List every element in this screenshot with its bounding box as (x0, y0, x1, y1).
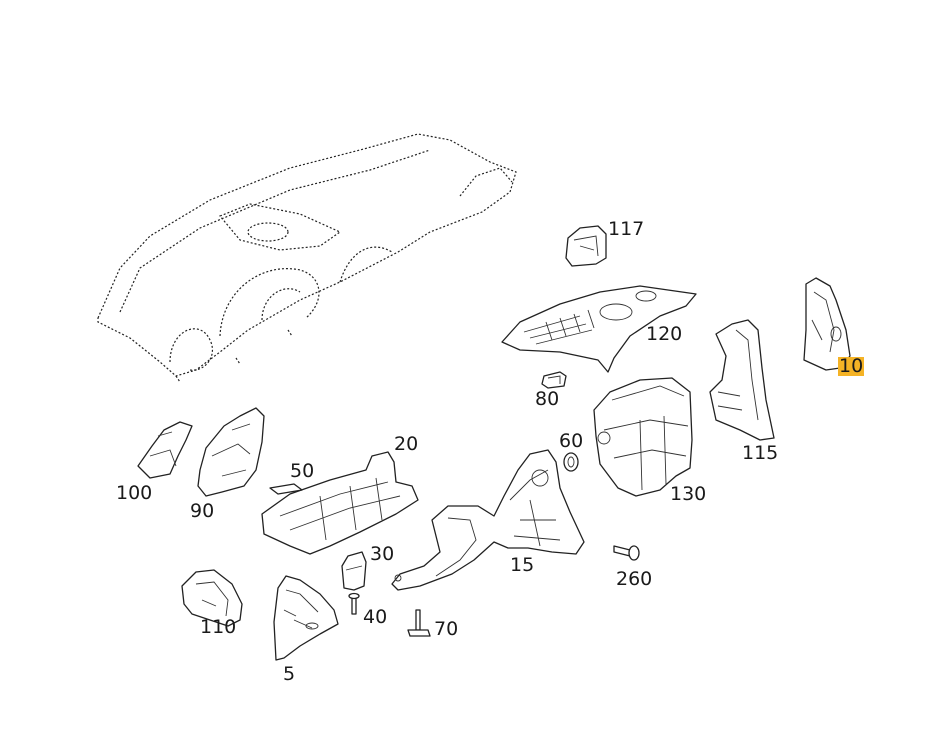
callout-90[interactable]: 90 (190, 500, 215, 522)
part-100-bracket (137, 421, 193, 479)
callout-30[interactable]: 30 (370, 543, 395, 565)
part-30-clip (341, 551, 367, 591)
part-70-bolt (407, 609, 431, 637)
callout-110[interactable]: 110 (200, 616, 237, 638)
callout-100[interactable]: 100 (116, 482, 153, 504)
callout-15[interactable]: 15 (510, 554, 535, 576)
callout-120[interactable]: 120 (646, 323, 683, 345)
callout-117[interactable]: 117 (608, 218, 645, 240)
callout-50[interactable]: 50 (290, 460, 315, 482)
callout-5[interactable]: 5 (283, 663, 296, 685)
part-10-side-panel (803, 277, 851, 371)
part-5-end-panel (273, 575, 339, 661)
part-15-lower-trim (391, 449, 585, 591)
part-120-console (501, 285, 697, 373)
part-80-clip (541, 371, 567, 389)
part-115-trim (709, 319, 775, 441)
dashboard-part (97, 133, 517, 383)
callout-80[interactable]: 80 (535, 388, 560, 410)
callout-115[interactable]: 115 (742, 442, 779, 464)
callout-20[interactable]: 20 (394, 433, 419, 455)
part-20-frame (261, 451, 419, 555)
callout-70[interactable]: 70 (434, 618, 459, 640)
callout-10[interactable]: 10 (838, 355, 865, 377)
callout-60[interactable]: 60 (559, 430, 584, 452)
part-90-bracket (197, 407, 265, 497)
part-50-pad (269, 483, 303, 495)
part-40-bolt (348, 592, 360, 615)
part-130-hvac-unit (593, 377, 693, 497)
part-117-bracket (565, 225, 607, 267)
callout-260[interactable]: 260 (616, 568, 653, 590)
part-260-bolt (613, 545, 640, 561)
part-60-ring (563, 452, 579, 472)
callout-40[interactable]: 40 (363, 606, 388, 628)
part-110-bracket (181, 569, 243, 627)
callout-130[interactable]: 130 (670, 483, 707, 505)
